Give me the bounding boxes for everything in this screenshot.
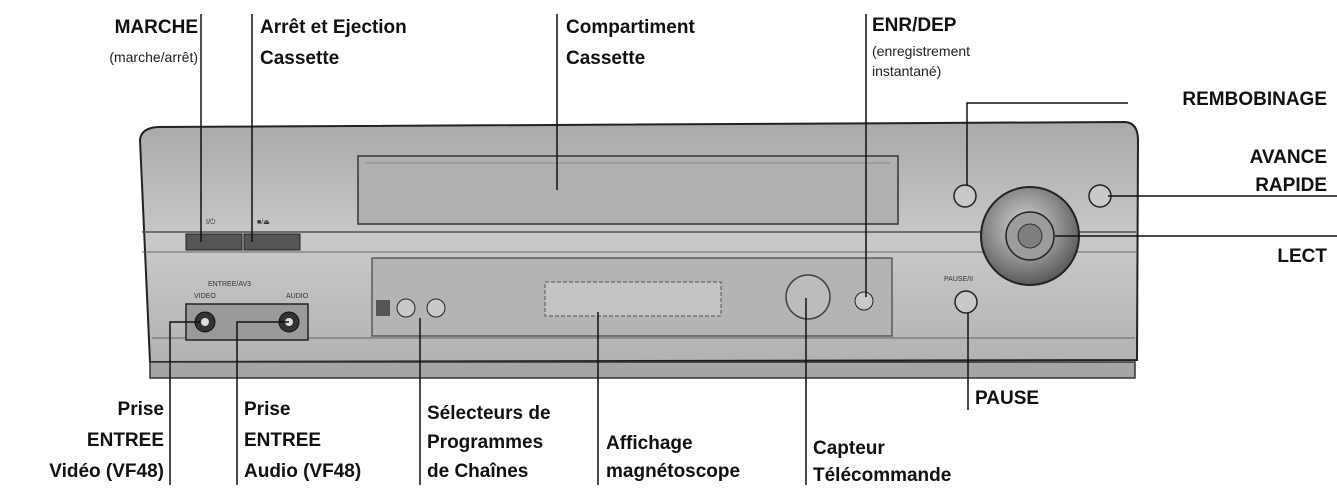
- channel-up-button[interactable]: [426, 298, 446, 318]
- selecteurs-label: Sélecteurs de: [427, 403, 551, 424]
- rewind-button[interactable]: [953, 184, 977, 208]
- affichage-label-2: magnétoscope: [606, 461, 741, 482]
- fast-forward-button[interactable]: [1088, 184, 1112, 208]
- avance-rapide-label-2: RAPIDE: [1255, 175, 1327, 196]
- lect-label: LECT: [1277, 246, 1327, 267]
- capteur-label-2: Télécommande: [813, 465, 952, 486]
- compartiment-label-2: Cassette: [566, 48, 646, 69]
- prise-video-label-3: Vidéo (VF48): [49, 461, 164, 482]
- entree-av-marking: ENTREE/AV3: [208, 281, 251, 288]
- cassette-slot: [357, 155, 899, 225]
- video-marking: VIDEO: [194, 293, 216, 300]
- remote-sensor: [785, 274, 831, 320]
- arret-ejection-label-2: Cassette: [260, 48, 340, 69]
- power-button[interactable]: [185, 233, 243, 251]
- enr-dep-sub-label: (enregistrement: [872, 43, 971, 59]
- enr-dep-label: ENR/DEP: [872, 15, 957, 36]
- avance-rapide-label: AVANCE: [1249, 147, 1327, 168]
- capteur-label: Capteur: [813, 438, 885, 459]
- vcr-display: [544, 281, 722, 317]
- prise-audio-label: Prise: [244, 399, 291, 420]
- rembobinage-label: REMBOBINAGE: [1182, 89, 1327, 110]
- marche-label: MARCHE: [114, 17, 198, 38]
- audio-marking: AUDIO: [286, 293, 309, 300]
- selecteurs-label-2: Programmes: [427, 432, 544, 453]
- selecteurs-label-3: de Chaînes: [427, 461, 529, 482]
- eject-button[interactable]: [243, 233, 301, 251]
- pause-marking: PAUSE/II: [944, 276, 973, 283]
- eject-marking: ■/⏏: [257, 219, 270, 226]
- prise-video-label-2: ENTREE: [86, 430, 164, 451]
- enr-dep-sub-label-2: instantané): [872, 63, 942, 79]
- leader-lines: [169, 14, 1337, 485]
- prise-video-label: Prise: [117, 399, 164, 420]
- prise-audio-label-2: ENTREE: [244, 430, 322, 451]
- power-marking: I/⏻: [206, 218, 216, 226]
- pause-label: PAUSE: [975, 388, 1040, 409]
- compartiment-label: Compartiment: [566, 17, 695, 38]
- prise-audio-label-3: Audio (VF48): [244, 461, 362, 482]
- affichage-label: Affichage: [606, 433, 693, 454]
- record-button[interactable]: [854, 291, 874, 311]
- arret-ejection-label: Arrêt et Ejection: [260, 17, 407, 38]
- pause-button[interactable]: [954, 290, 978, 314]
- marche-sub-label: (marche/arrêt): [109, 49, 198, 65]
- channel-down-button[interactable]: [396, 298, 416, 318]
